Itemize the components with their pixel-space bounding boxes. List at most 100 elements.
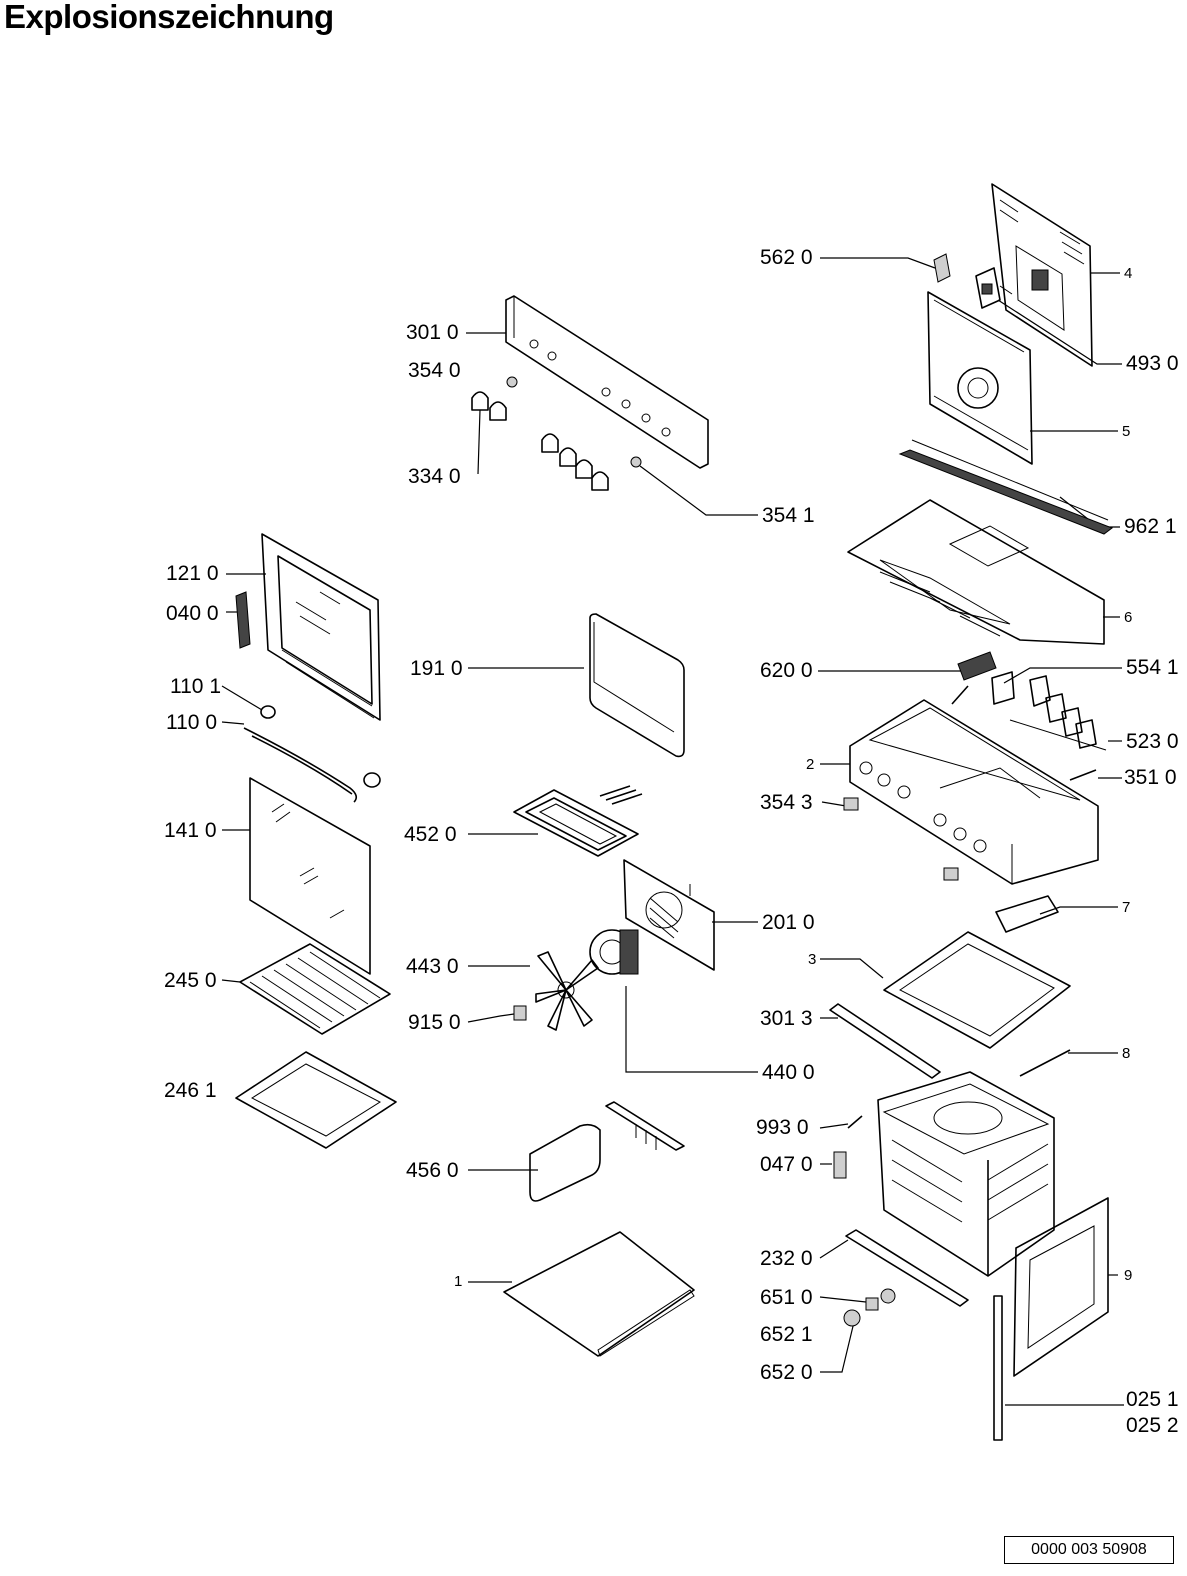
leader-110-1	[221, 685, 263, 711]
cover-plate	[847, 499, 1105, 645]
leader-7	[1039, 906, 1118, 915]
label-562-0: 562 0	[760, 246, 813, 269]
label-2: 2	[806, 756, 815, 773]
switch-bank	[991, 671, 1107, 751]
clip-part	[933, 253, 951, 283]
leader-3	[820, 958, 884, 979]
lamp-047-0	[833, 1151, 847, 1179]
seal-191-0	[589, 613, 685, 758]
rod-8	[1019, 1049, 1071, 1077]
label-334-0: 334 0	[408, 465, 461, 488]
knobs-334-0	[471, 391, 609, 491]
label-354-3: 354 3	[760, 791, 813, 814]
terminal-block	[951, 651, 997, 705]
leader-334-0	[477, 409, 481, 475]
label-354-0: 354 0	[408, 359, 461, 382]
pin-351	[1069, 769, 1097, 781]
control-panel-301-0	[505, 295, 709, 469]
control-housing	[849, 699, 1099, 885]
label-493-0: 493 0	[1126, 352, 1179, 375]
fan-cover-201-0	[623, 859, 715, 971]
label-452-0: 452 0	[404, 823, 457, 846]
label-040-0: 040 0	[166, 602, 219, 625]
label-8: 8	[1122, 1045, 1131, 1062]
door-frame-9	[1013, 1197, 1109, 1377]
lower-element-456-0	[529, 1101, 685, 1202]
leader-lines	[221, 257, 1124, 1406]
nut-915-0	[513, 1005, 527, 1021]
label-440-0: 440 0	[762, 1061, 815, 1084]
label-301-0: 301 0	[406, 321, 459, 344]
thermostat-part	[975, 267, 1001, 309]
leader-110-0	[221, 721, 245, 725]
label-110-1: 110 1	[170, 675, 221, 698]
fan-frame	[927, 291, 1033, 465]
bracket-7	[995, 895, 1059, 933]
base-plate-1	[503, 1231, 695, 1357]
label-652-1: 652 1	[760, 1323, 813, 1346]
screw-993-0	[847, 1115, 863, 1129]
handle-bar-110-0	[243, 727, 381, 803]
label-025-2: 025 2	[1126, 1414, 1179, 1437]
leader-493-0	[997, 299, 1122, 365]
document-code-box: 0000 003 50908	[1004, 1536, 1174, 1564]
label-246-1: 246 1	[164, 1079, 217, 1102]
handle-040-0	[235, 591, 251, 649]
label-121-0: 121 0	[166, 562, 219, 585]
label-4: 4	[1124, 265, 1133, 282]
label-651-0: 651 0	[760, 1286, 813, 1309]
label-962-1: 962 1	[1124, 515, 1177, 538]
heating-element-452-0	[513, 785, 643, 857]
leader-440-0	[625, 986, 758, 1073]
leader-554-1	[1003, 667, 1122, 684]
fan-blade-443-0	[535, 951, 599, 1031]
label-993-0: 993 0	[756, 1116, 809, 1139]
label-443-0: 443 0	[406, 955, 459, 978]
leader-652-0	[820, 1321, 855, 1373]
glass-141-0	[249, 777, 371, 975]
label-620-0: 620 0	[760, 659, 813, 682]
label-523-0: 523 0	[1126, 730, 1179, 753]
label-456-0: 456 0	[406, 1159, 459, 1182]
label-351-0: 351 0	[1124, 766, 1177, 789]
rail-301-3	[829, 1003, 941, 1079]
leader-562-0	[820, 257, 936, 269]
leader-232-0	[819, 1239, 849, 1259]
label-141-0: 141 0	[164, 819, 217, 842]
label-232-0: 232 0	[760, 1247, 813, 1270]
label-047-0: 047 0	[760, 1153, 813, 1176]
insulation-strip	[898, 439, 1114, 535]
label-191-0: 191 0	[410, 657, 463, 680]
page-title: Explosionszeichnung	[4, 0, 334, 35]
label-1: 1	[454, 1273, 463, 1290]
door-121-0	[261, 533, 381, 721]
hinge-025	[993, 1295, 1003, 1441]
label-245-0: 245 0	[164, 969, 217, 992]
leader-354-1	[639, 465, 758, 516]
label-554-1: 554 1	[1126, 656, 1179, 679]
label-354-1: 354 1	[762, 504, 815, 527]
label-301-3: 301 3	[760, 1007, 813, 1030]
leader-915-0	[467, 1013, 515, 1023]
bottom-plate-3	[883, 931, 1071, 1049]
leader-651-0	[819, 1296, 867, 1303]
knob-354-0	[506, 376, 518, 388]
label-201-0: 201 0	[762, 911, 815, 934]
trim-232-0	[845, 1229, 969, 1307]
knobs-651-652	[843, 1288, 896, 1327]
label-025-1: 025 1	[1126, 1388, 1179, 1411]
fan-motor-440-0	[589, 929, 639, 975]
label-110-0: 110 0	[166, 711, 217, 734]
leader-993-0	[819, 1123, 849, 1129]
back-panel	[991, 183, 1093, 367]
label-6: 6	[1124, 609, 1133, 626]
leader-245-0	[221, 979, 241, 983]
label-7: 7	[1122, 899, 1131, 916]
label-652-0: 652 0	[760, 1361, 813, 1384]
label-9: 9	[1124, 1267, 1133, 1284]
knob-354-1	[630, 456, 642, 468]
washer-110-1	[260, 705, 276, 719]
oven-cavity	[877, 1071, 1055, 1277]
label-3: 3	[808, 951, 817, 968]
